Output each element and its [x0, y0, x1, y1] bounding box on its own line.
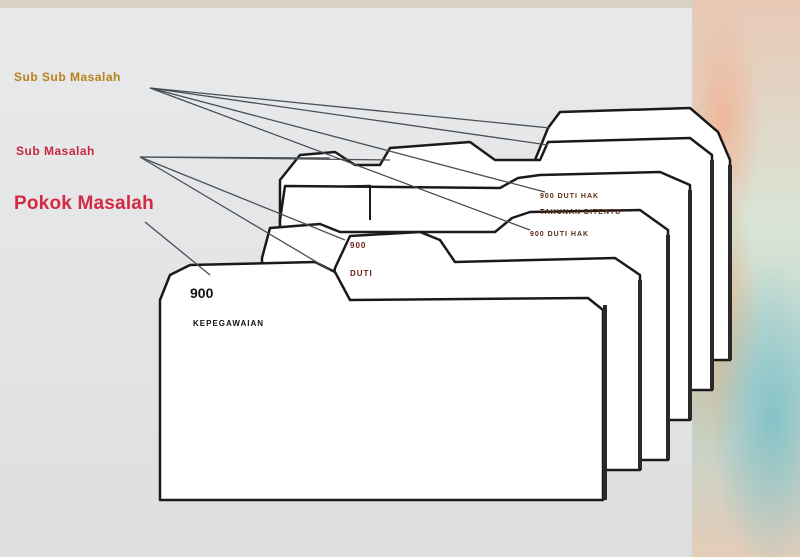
front-folder-title: KEPEGAWAIAN [193, 319, 264, 328]
back-folder-text-c: 900 DUTI HAK [530, 231, 589, 238]
tab2-code: 900 [350, 241, 366, 250]
back-folder-text-b: TAHUNAN DITENTU [540, 209, 621, 216]
leader-sub-2 [139, 156, 391, 161]
leader-subsub-3 [149, 87, 546, 193]
leader-subsub-2 [149, 87, 549, 146]
leader-subsub-1 [149, 87, 551, 129]
tab2-title: DUTI [350, 269, 373, 278]
leader-sub-4 [139, 156, 331, 271]
label-sub-sub-masalah: Sub Sub Masalah [14, 70, 121, 84]
back-folder-text-a: 900 DUTI HAK [540, 193, 599, 200]
leader-sub-3 [139, 156, 346, 241]
label-sub-masalah: Sub Masalah [16, 144, 95, 158]
front-folder-code: 900 [190, 285, 214, 301]
folder-front [158, 260, 605, 502]
leader-pokok [144, 221, 211, 276]
label-pokok-masalah: Pokok Masalah [14, 193, 154, 214]
